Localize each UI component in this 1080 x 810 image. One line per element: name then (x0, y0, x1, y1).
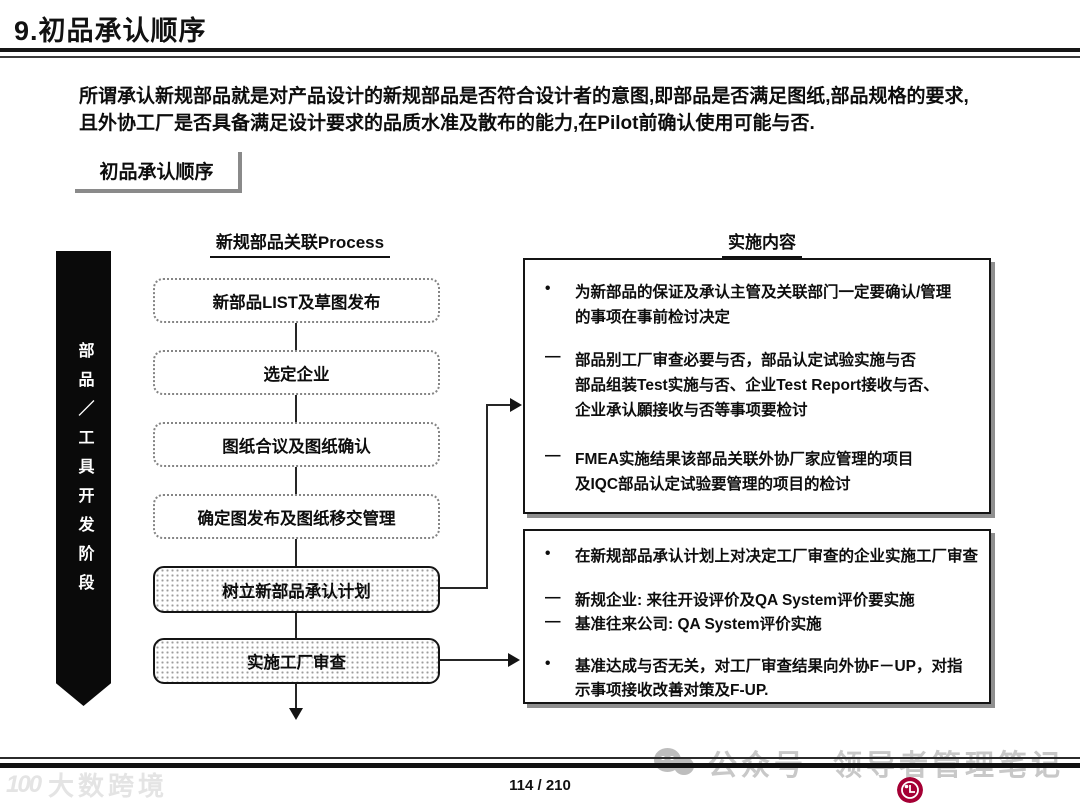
intro-paragraph: 所谓承认新规部品就是对产品设计的新规部品是否符合设计者的意图,即部品是否满足图纸… (79, 83, 969, 137)
page-number: 114 / 210 (509, 777, 571, 794)
stage-banner-label: 部品／工具开发阶段 (75, 341, 93, 603)
connector-arrow-icon (510, 398, 522, 412)
bullet-item: • 为新部品的保证及承认主管及关联部门一定要确认/管理 的事项在事前检讨决定 (545, 280, 952, 326)
implementation-box-2: • 在新规部品承认计划上对决定工厂审查的企业实施工厂审查 — 新规企业: 来往开… (523, 529, 991, 704)
connector-line (486, 404, 512, 406)
bullet-item: — FMEA实施结果该部品关联外协厂家应管理的项目 及IQC部品认定试验要管理的… (545, 447, 914, 493)
implementation-column-header: 实施内容 (637, 228, 887, 258)
flow-step-drawing-release: 确定图发布及图纸移交管理 (153, 494, 440, 539)
connector-line (440, 659, 510, 661)
connector-line (295, 613, 297, 638)
connector-line (295, 539, 297, 566)
header-rule-thick (0, 48, 1080, 52)
connector-line (295, 323, 297, 350)
footer-rule-thin (0, 757, 1080, 759)
lg-logo-icon (897, 777, 923, 803)
flow-step-new-parts-list: 新部品LIST及草图发布 (153, 278, 440, 323)
flow-column-header: 新规部品关联Process (170, 228, 430, 258)
intro-line-1: 所谓承认新规部品就是对产品设计的新规部品是否符合设计者的意图,即部品是否满足图纸… (79, 86, 969, 107)
section-label: 初品承认顺序 (75, 152, 242, 193)
bullet-item: — 部品别工厂审查必要与否，部品认定试验实施与否 部品组装Test实施与否、企业… (545, 348, 939, 419)
bullet-item: • 基准达成与否无关，对工厂审查结果向外协F－UP，对指 示事项接收改善对策及F… (545, 655, 963, 699)
bullet-item: — 新规企业: 来往开设评价及QA System评价要实施 (545, 589, 915, 609)
flow-end-arrow-icon (289, 708, 303, 720)
bullet-item: — 基准往来公司: QA System评价实施 (545, 613, 822, 633)
connector-line (295, 684, 297, 710)
header-rule-thin (0, 56, 1080, 58)
dashukuajing-logo-icon: 100 (6, 770, 42, 798)
flow-step-drawing-agreement: 图纸合议及图纸确认 (153, 422, 440, 467)
connector-line (486, 404, 488, 589)
page-title: 9.初品承认顺序 (14, 16, 207, 46)
connector-arrow-icon (508, 653, 520, 667)
connector-line (440, 587, 488, 589)
intro-line-2: 且外协工厂是否具备满足设计要求的品质水准及散布的能力,在Pilot前确认使用可能… (79, 113, 815, 134)
stage-banner-arrow: 部品／工具开发阶段 (56, 251, 111, 706)
flow-step-select-company: 选定企业 (153, 350, 440, 395)
connector-line (295, 467, 297, 494)
flow-step-factory-audit: 实施工厂审查 (153, 638, 440, 684)
bullet-item: • 在新规部品承认计划上对决定工厂审查的企业实施工厂审查 (545, 545, 979, 565)
implementation-box-1: • 为新部品的保证及承认主管及关联部门一定要确认/管理 的事项在事前检讨决定 —… (523, 258, 991, 514)
footer-rule-thick (0, 763, 1080, 768)
flow-step-approval-plan: 树立新部品承认计划 (153, 566, 440, 613)
dashukuajing-watermark: 100 大数跨境 (6, 770, 169, 802)
connector-line (295, 395, 297, 422)
